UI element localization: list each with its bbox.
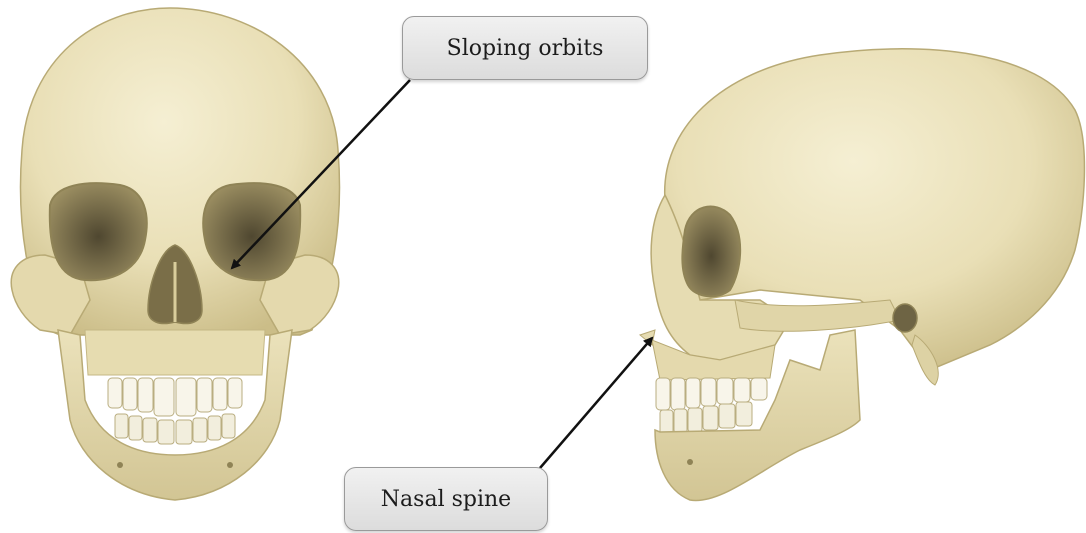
frontal-upper-teeth [108, 378, 242, 416]
frontal-orbit-right [203, 183, 300, 280]
frontal-lower-teeth [115, 414, 235, 444]
nasal-spine-label: Nasal spine [381, 487, 511, 512]
skull-frontal-view [11, 8, 339, 500]
skull-lateral-view [640, 49, 1084, 501]
lateral-ear-canal [893, 304, 917, 332]
sloping-orbits-label: Sloping orbits [447, 36, 604, 61]
frontal-orbit-left [50, 183, 147, 280]
nasal-spine-arrow [540, 338, 652, 468]
nasal-spine-callout: Nasal spine [344, 467, 548, 531]
lateral-orbit [682, 207, 740, 297]
sloping-orbits-callout: Sloping orbits [402, 16, 648, 80]
